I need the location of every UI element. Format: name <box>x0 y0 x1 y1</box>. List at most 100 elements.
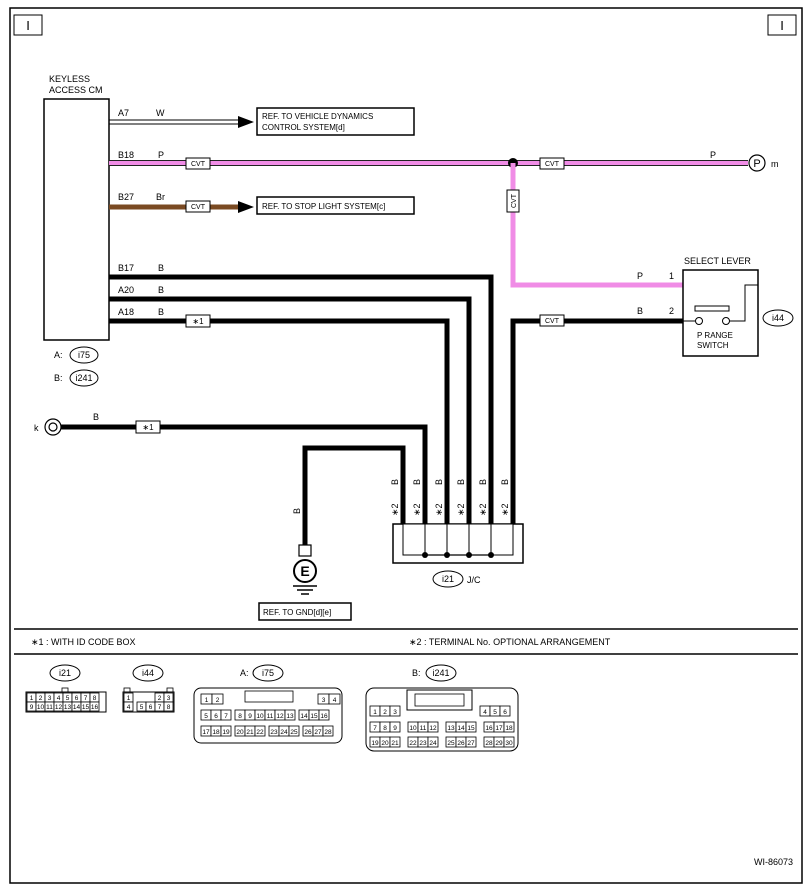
cv-i21-pin-1: 1 <box>30 695 34 702</box>
cv-i75-pin-24: 24 <box>280 729 288 736</box>
ref-stop-box <box>256 196 415 215</box>
cv-i75-pin-20: 20 <box>236 729 244 736</box>
cv-i21-pin-5: 5 <box>66 695 70 702</box>
jc-star2-1: ∗2 <box>390 503 400 516</box>
wire-b18-color: P <box>158 150 164 160</box>
cv-i75-pin-19: 19 <box>222 729 230 736</box>
star1-tag-k <box>135 420 161 434</box>
cv-i21-pin-12: 12 <box>55 704 63 711</box>
cv-i21-name-ellipse <box>49 664 81 682</box>
cv-i21-pin-13: 13 <box>64 704 72 711</box>
switch-return-wire <box>729 284 758 322</box>
ecu-conn-b-name: i241 <box>75 373 92 383</box>
cv-i44-pin-7: 7 <box>158 704 162 711</box>
jc-wire-color-3: B <box>434 479 444 485</box>
figure-id: WI-86073 <box>754 857 793 867</box>
cv-i241-cell-21 <box>389 736 401 748</box>
jc-star2-5: ∗2 <box>478 503 488 516</box>
cv-i75-cell-4 <box>328 693 341 705</box>
ref-vdc-line1: REF. TO VEHICLE DYNAMICS <box>262 112 373 121</box>
switch-contact-right <box>722 317 730 325</box>
switch-contact-left <box>695 317 703 325</box>
cv-i241-pin-29: 29 <box>495 740 503 747</box>
cv-i75-cell-19 <box>220 725 232 737</box>
jc-conn-name: i21 <box>442 574 454 584</box>
cv-i241-cell-6 <box>499 705 511 717</box>
cv-i241-name: i241 <box>432 668 449 678</box>
cv-i75-pin-3: 3 <box>322 697 326 704</box>
cvt-tag-b27-text: CVT <box>191 204 206 211</box>
page-frame <box>9 7 803 884</box>
wire-a18-pin: A18 <box>118 307 134 317</box>
cv-i241-pin-28: 28 <box>485 740 493 747</box>
keyless-access-cm-box <box>43 98 110 341</box>
corner-label-right: I <box>780 18 784 33</box>
wire-pin2-color: B <box>637 306 643 316</box>
cv-i21-cell-16 <box>89 701 100 712</box>
cv-i241-prefix: B: <box>412 668 421 678</box>
cvt-tag-lever <box>539 314 565 327</box>
cv-i75-pin-26: 26 <box>304 729 312 736</box>
jc-wire-color-2: B <box>412 479 422 485</box>
jc-dot-3 <box>466 552 472 558</box>
wire-p-color-lever: P <box>637 271 643 281</box>
ecu-conn-b-ellipse <box>69 369 99 387</box>
cv-i75-pin-7: 7 <box>224 713 228 720</box>
jc-dot-4 <box>488 552 494 558</box>
cv-i75-cell-7 <box>220 709 232 721</box>
jc-star2-6: ∗2 <box>500 503 510 516</box>
arrow-a7 <box>238 116 254 128</box>
cv-i75-pin-12: 12 <box>276 713 284 720</box>
switch-label-line1: P RANGE <box>697 331 733 340</box>
cv-i44-cell-8 <box>163 701 174 712</box>
cv-i75-pin-22: 22 <box>256 729 264 736</box>
cv-i21-pin-10: 10 <box>37 704 45 711</box>
cv-i21-pin-15: 15 <box>82 704 90 711</box>
cv-i75-cell-13 <box>284 709 296 721</box>
star1-tag-a18-text: ∗1 <box>192 317 204 326</box>
cv-i241-pin-16: 16 <box>485 725 493 732</box>
cv-i75-pin-6: 6 <box>214 713 218 720</box>
cv-i241-pin-15: 15 <box>467 725 475 732</box>
connector-p-circle <box>748 154 766 172</box>
wire-a7-color: W <box>156 108 165 118</box>
cv-i241-pin-12: 12 <box>429 725 437 732</box>
connector-k-inner <box>48 422 58 432</box>
cv-i21-pin-16: 16 <box>91 704 99 711</box>
cv-i21-pin-7: 7 <box>84 695 88 702</box>
cv-i241-pin-25: 25 <box>447 740 455 747</box>
corner-label-left: I <box>26 18 30 33</box>
note-star1: ∗1 : WITH ID CODE BOX <box>31 637 136 647</box>
cv-i241-cell-30 <box>503 736 515 748</box>
cv-i44-pin-8: 8 <box>167 704 171 711</box>
cv-i75-pin-15: 15 <box>310 713 318 720</box>
wire-b18-pin: B18 <box>118 150 134 160</box>
select-lever-conn-name: i44 <box>772 313 784 323</box>
ecu-conn-a-prefix: A: <box>54 350 63 360</box>
cv-i75-pin-27: 27 <box>314 729 322 736</box>
cv-i241-pin-23: 23 <box>419 740 427 747</box>
jc-star2-2: ∗2 <box>412 503 422 516</box>
cv-i44-pin-1: 1 <box>127 695 131 702</box>
cv-i21-pin-11: 11 <box>46 704 53 711</box>
cv-i241-pin-21: 21 <box>391 740 399 747</box>
jc-label: J/C <box>467 575 481 585</box>
ecu-title-line2: ACCESS CM <box>49 85 103 95</box>
wire-a7-pin: A7 <box>118 108 129 118</box>
jc-star2-3: ∗2 <box>434 503 444 516</box>
jc-wire-color-5: B <box>478 479 488 485</box>
wire-k <box>61 424 428 524</box>
cv-i75-pin-23: 23 <box>270 729 278 736</box>
cv-i44-name-ellipse <box>132 664 164 682</box>
cv-i241-pin-14: 14 <box>457 725 465 732</box>
cv-i75-cell-2 <box>211 693 224 705</box>
cv-i75-pin-2: 2 <box>216 697 220 704</box>
ground-e-letter: E <box>300 563 309 579</box>
cv-i21-pin-9: 9 <box>30 704 34 711</box>
cv-i241-pin-13: 13 <box>447 725 455 732</box>
cv-i75-pin-10: 10 <box>256 713 264 720</box>
cv-i75-pin-21: 21 <box>246 729 254 736</box>
select-lever-conn-ellipse <box>762 309 794 327</box>
